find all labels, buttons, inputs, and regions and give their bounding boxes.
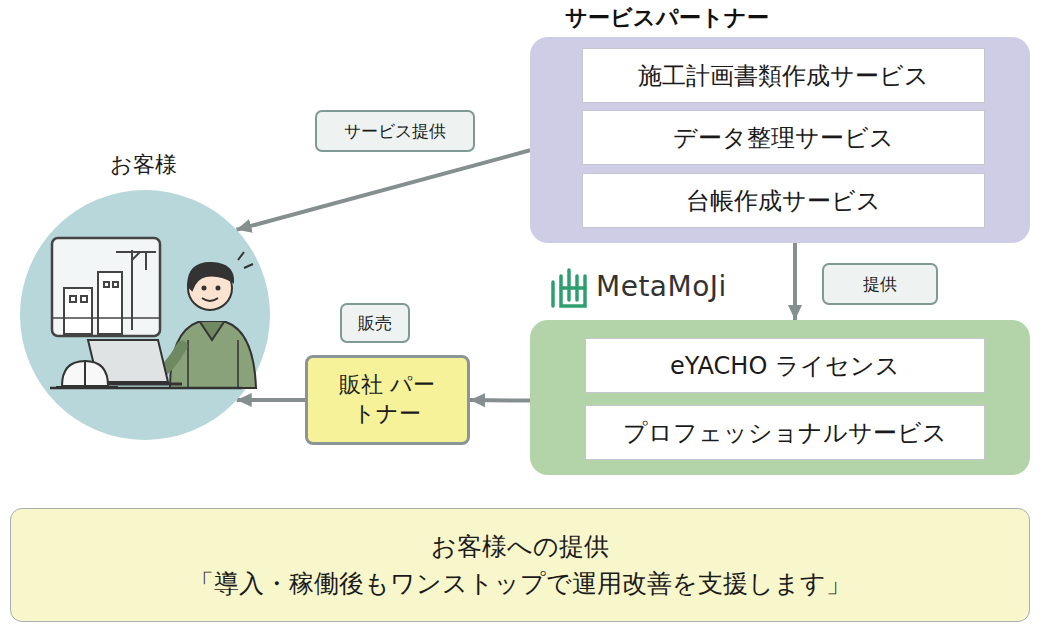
- edge-label: 販売: [358, 312, 392, 335]
- customer-illustration: [20, 190, 270, 440]
- laptop-desk: [50, 340, 242, 388]
- drawing-part: [81, 296, 87, 302]
- person-figure: [154, 252, 256, 388]
- node-label: データ整理サービス: [673, 122, 894, 154]
- connector-arrow: [470, 398, 530, 403]
- group-heading: MetaMoJi: [596, 270, 727, 303]
- vendor-group: MetaMoJieYACHO ライセンスプロフェッショナルサービス: [530, 320, 1030, 475]
- drawing-part: [561, 286, 585, 290]
- node-content: お客様への提供「導入・稼働後もワンストップで運用改善を支援します」: [11, 509, 1029, 621]
- window-scene: [52, 238, 160, 336]
- drawing-part: [551, 282, 555, 306]
- node-label: eYACHO ライセンス: [670, 350, 900, 382]
- drawing-part: [113, 282, 118, 287]
- drawing-part: [217, 287, 220, 290]
- node-content: プロフェッショナルサービス: [586, 406, 984, 459]
- partner-group: サービスパートナー施工計画書類作成サービスデータ整理サービス台帳作成サービス: [530, 37, 1030, 243]
- service-box: 台帳作成サービス: [582, 173, 985, 228]
- product-box: プロフェッショナルサービス: [585, 405, 985, 460]
- drawing-part: [561, 276, 585, 306]
- drawing-part: [98, 272, 122, 334]
- node-label: 「導入・稼働後もワンストップで運用改善を支援します」: [189, 565, 851, 603]
- node-label: お客様への提供: [431, 528, 609, 566]
- drawing-part: [567, 270, 571, 300]
- node-content: 台帳作成サービス: [583, 174, 984, 227]
- group-heading: お客様: [110, 150, 177, 180]
- group-heading: サービスパートナー: [565, 3, 769, 33]
- connector-arrow: [237, 398, 305, 402]
- connector-arrow: [793, 243, 797, 320]
- drawing-part: [202, 298, 218, 301]
- reseller-box: 販社 パートナー: [305, 355, 470, 445]
- node-label: 施工計画書類作成サービス: [638, 60, 929, 92]
- node-label: プロフェッショナルサービス: [623, 417, 947, 449]
- customer-circle: [20, 190, 270, 440]
- drawing-part: [52, 238, 160, 336]
- node-content: 施工計画書類作成サービス: [583, 49, 984, 102]
- service-box: データ整理サービス: [582, 110, 985, 165]
- node-label: 販社 パートナー: [328, 371, 447, 428]
- summary-band: お客様への提供「導入・稼働後もワンストップで運用改善を支援します」: [10, 508, 1030, 622]
- drawing-part: [203, 287, 206, 290]
- edge-label: 提供: [863, 273, 897, 296]
- customer-circle: お客様: [20, 190, 270, 440]
- metamoji-logo-mark: [553, 270, 585, 306]
- drawing-part: [52, 317, 160, 319]
- edge-label-box: サービス提供: [315, 110, 475, 152]
- edge-label: サービス提供: [344, 120, 446, 143]
- node-content: データ整理サービス: [583, 111, 984, 164]
- product-box: eYACHO ライセンス: [585, 338, 985, 393]
- drawing-part: [64, 288, 92, 334]
- drawing-part: [70, 296, 76, 302]
- drawing-part: [104, 282, 109, 287]
- node-content: 販社 パートナー: [308, 358, 467, 442]
- service-box: 施工計画書類作成サービス: [582, 48, 985, 103]
- node-content: eYACHO ライセンス: [586, 339, 984, 392]
- drawing-part: [56, 361, 118, 387]
- drawing-part: [188, 263, 233, 290]
- connector-arrow: [237, 150, 531, 230]
- edge-label-box: 販売: [340, 303, 410, 343]
- edge-label-box: 提供: [822, 263, 938, 305]
- node-label: 台帳作成サービス: [686, 185, 881, 217]
- drawing-part: [188, 340, 238, 388]
- drawing-part: [238, 252, 253, 268]
- drawing-part: [200, 322, 224, 340]
